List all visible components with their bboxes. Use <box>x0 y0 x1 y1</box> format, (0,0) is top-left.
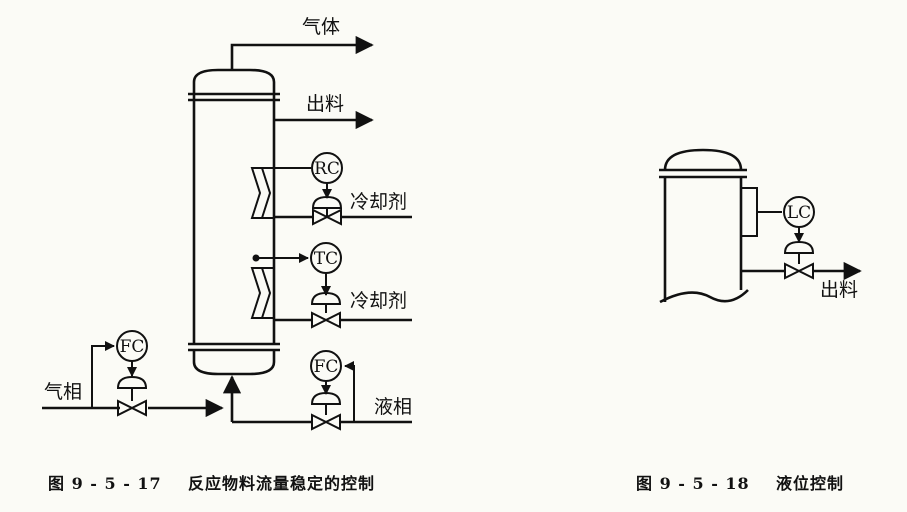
product-out-label: 出料 <box>306 93 344 115</box>
lc-label: LC <box>787 203 811 223</box>
cooling-coil-lower <box>250 267 274 319</box>
liquid-feed-line <box>232 361 412 424</box>
fc-liquid-label: FC <box>314 357 339 377</box>
fig18-caption-title: 液位控制 <box>776 474 844 493</box>
tc-controller: TC <box>310 242 342 296</box>
temperature-sensor <box>252 253 309 263</box>
fig17-reactor-diagram: 气体 出料 RC 冷却剂 <box>42 16 412 493</box>
reactor-column <box>188 68 280 376</box>
control-valve-coolant-1 <box>311 195 343 226</box>
liquid-phase-label: 液相 <box>374 396 412 418</box>
tank-product-out-label: 出料 <box>820 279 858 301</box>
fig17-caption-title: 反应物料流量稳定的控制 <box>188 474 375 493</box>
fig18-level-diagram: LC 出料 图 9 - 5 - 18 液位控制 <box>636 148 862 493</box>
gas-out-label: 气体 <box>302 16 340 38</box>
coolant-2-label: 冷却剂 <box>350 290 407 312</box>
lc-controller: LC <box>783 196 815 243</box>
gas-feed-line <box>42 341 224 418</box>
tc-label: TC <box>314 249 338 269</box>
control-valve-level <box>783 240 815 280</box>
gas-phase-label: 气相 <box>44 381 82 403</box>
control-valve-gas <box>116 375 148 417</box>
fig18-caption-number: 图 9 - 5 - 18 <box>636 474 750 493</box>
control-valve-liquid <box>310 391 342 431</box>
fc-gas-label: FC <box>120 337 145 357</box>
rc-controller: RC <box>274 152 343 199</box>
rc-label: RC <box>314 159 340 179</box>
fc-controller-liquid: FC <box>310 350 342 395</box>
control-valve-coolant-2 <box>310 291 342 329</box>
cooling-coil-upper <box>250 167 274 219</box>
fig17-caption-number: 图 9 - 5 - 17 <box>48 474 162 493</box>
gas-outlet-line <box>230 35 374 70</box>
coolant-1-label: 冷却剂 <box>350 191 407 213</box>
level-gauge <box>740 187 782 237</box>
fc-controller-gas: FC <box>116 330 148 377</box>
tank-vessel <box>659 148 749 304</box>
